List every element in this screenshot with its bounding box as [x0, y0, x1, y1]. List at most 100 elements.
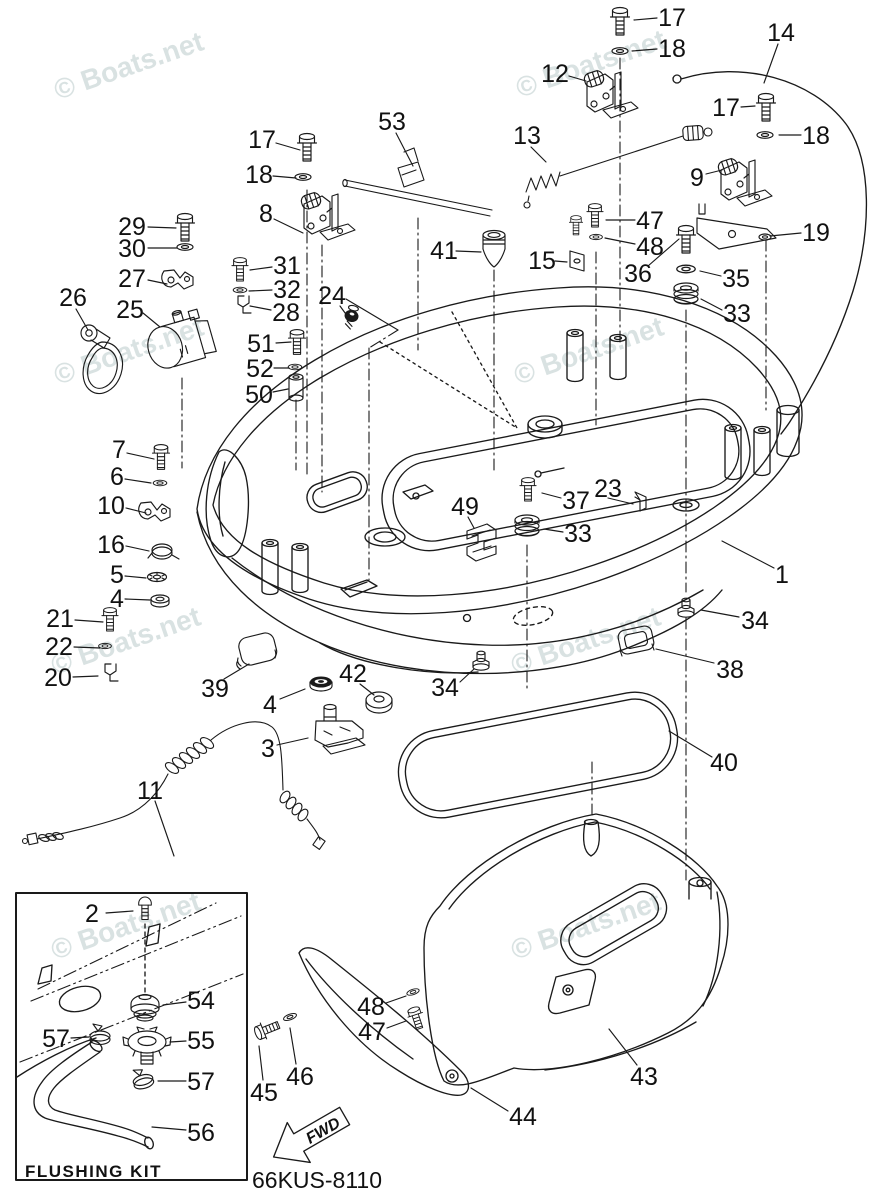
- leader-43: [608, 1028, 638, 1066]
- leader-22: [73, 646, 101, 649]
- part-stud: [677, 597, 695, 618]
- leader-28: [249, 305, 272, 311]
- callout-25: 25: [116, 296, 144, 324]
- callout-37: 37: [562, 487, 590, 515]
- leader-7: [126, 452, 155, 460]
- callout-56: 56: [187, 1119, 215, 1147]
- part-washer: [676, 264, 696, 274]
- part-bkt: [138, 501, 171, 522]
- leader-54: [162, 1001, 187, 1006]
- callout-57: 57: [187, 1068, 215, 1096]
- flushing-kit-inset: [15, 892, 248, 1181]
- part-bkt: [161, 269, 194, 290]
- leader-47: [386, 1020, 407, 1029]
- watermark-text: © Boats.net: [50, 26, 208, 106]
- watermark-text: © Boats.net: [512, 24, 670, 104]
- callout-33: 33: [564, 520, 592, 548]
- callout-53: 53: [378, 108, 406, 136]
- part-washer: [287, 363, 303, 371]
- callout-52: 52: [246, 355, 274, 383]
- callout-23: 23: [594, 475, 622, 503]
- leader-41: [455, 250, 482, 253]
- part-pad39: [236, 630, 280, 670]
- part-washer: [232, 286, 248, 294]
- leader-35: [699, 270, 722, 277]
- panel-44: [298, 947, 470, 1096]
- leader-32: [248, 289, 273, 292]
- callout-49: 49: [451, 493, 479, 521]
- part-washer: [176, 243, 194, 251]
- leader-20: [72, 675, 99, 678]
- part-latch3: [314, 703, 366, 755]
- leader-57: [70, 1036, 90, 1039]
- leader-49: [467, 516, 475, 529]
- drawing-layer: [15, 57, 868, 1181]
- callout-31: 31: [273, 252, 301, 280]
- leader2-24: [345, 298, 399, 331]
- leader-29: [147, 226, 177, 229]
- leader-40: [668, 730, 713, 758]
- callout-16: 16: [97, 531, 125, 559]
- part-bolt: [151, 444, 171, 470]
- callout-18: 18: [245, 161, 273, 189]
- wire-14: [672, 71, 868, 435]
- callout-46: 46: [286, 1063, 314, 1091]
- callout-2: 2: [85, 900, 99, 928]
- leader-26: [75, 308, 89, 331]
- part-latch: [299, 190, 356, 241]
- callout-18: 18: [658, 35, 686, 63]
- callout-57: 57: [42, 1025, 70, 1053]
- leader-37: [541, 492, 562, 499]
- callout-26: 26: [59, 284, 87, 312]
- leader-11: [154, 800, 175, 857]
- leader-33: [700, 298, 723, 311]
- callout-10: 10: [97, 492, 125, 520]
- fwd-label: FWD: [303, 1114, 343, 1147]
- part-bolt: [231, 257, 249, 282]
- leader-6: [124, 478, 152, 484]
- leader-33: [543, 528, 564, 533]
- callout-29: 29: [118, 213, 146, 241]
- leader-4: [279, 688, 306, 700]
- callout-34: 34: [741, 607, 769, 635]
- callout-55: 55: [187, 1027, 215, 1055]
- leader-8: [273, 218, 304, 234]
- leader-48: [604, 237, 636, 245]
- part-nut: [150, 594, 170, 608]
- part-plate15: [569, 250, 585, 272]
- leader-4: [124, 598, 151, 601]
- parts-layer: [80, 6, 777, 1092]
- leader-13: [530, 146, 547, 163]
- leader-39: [223, 663, 250, 680]
- leader-44: [470, 1087, 509, 1112]
- leader-55: [169, 1040, 187, 1043]
- callout-45: 45: [250, 1079, 278, 1107]
- leader-46: [289, 1027, 297, 1065]
- callout-54: 54: [187, 987, 215, 1015]
- callout-27: 27: [118, 265, 146, 293]
- seal-40: [397, 691, 679, 857]
- callout-35: 35: [722, 265, 750, 293]
- assembly-lines: [181, 57, 767, 881]
- part-gromdark: [309, 675, 333, 692]
- part-bolt: [296, 132, 318, 162]
- leader-17: [740, 105, 756, 108]
- callout-11: 11: [137, 777, 163, 805]
- leader-23: [607, 497, 634, 505]
- part-washer: [282, 1011, 298, 1023]
- leader-56: [151, 1126, 187, 1131]
- watermark-text: © Boats.net: [507, 886, 665, 966]
- cable-11: [21, 721, 326, 850]
- part-washer: [294, 173, 312, 181]
- callout-17: 17: [248, 126, 276, 154]
- part-washer: [152, 479, 168, 487]
- part-stud: [472, 650, 490, 671]
- callout-28: 28: [272, 299, 300, 327]
- callout-4: 4: [263, 691, 277, 719]
- watermark-text: © Boats.net: [47, 886, 205, 966]
- watermark-text: © Boats.net: [510, 311, 668, 391]
- callout-33: 33: [723, 300, 751, 328]
- part-spring: [147, 543, 180, 560]
- callout-43: 43: [630, 1063, 658, 1091]
